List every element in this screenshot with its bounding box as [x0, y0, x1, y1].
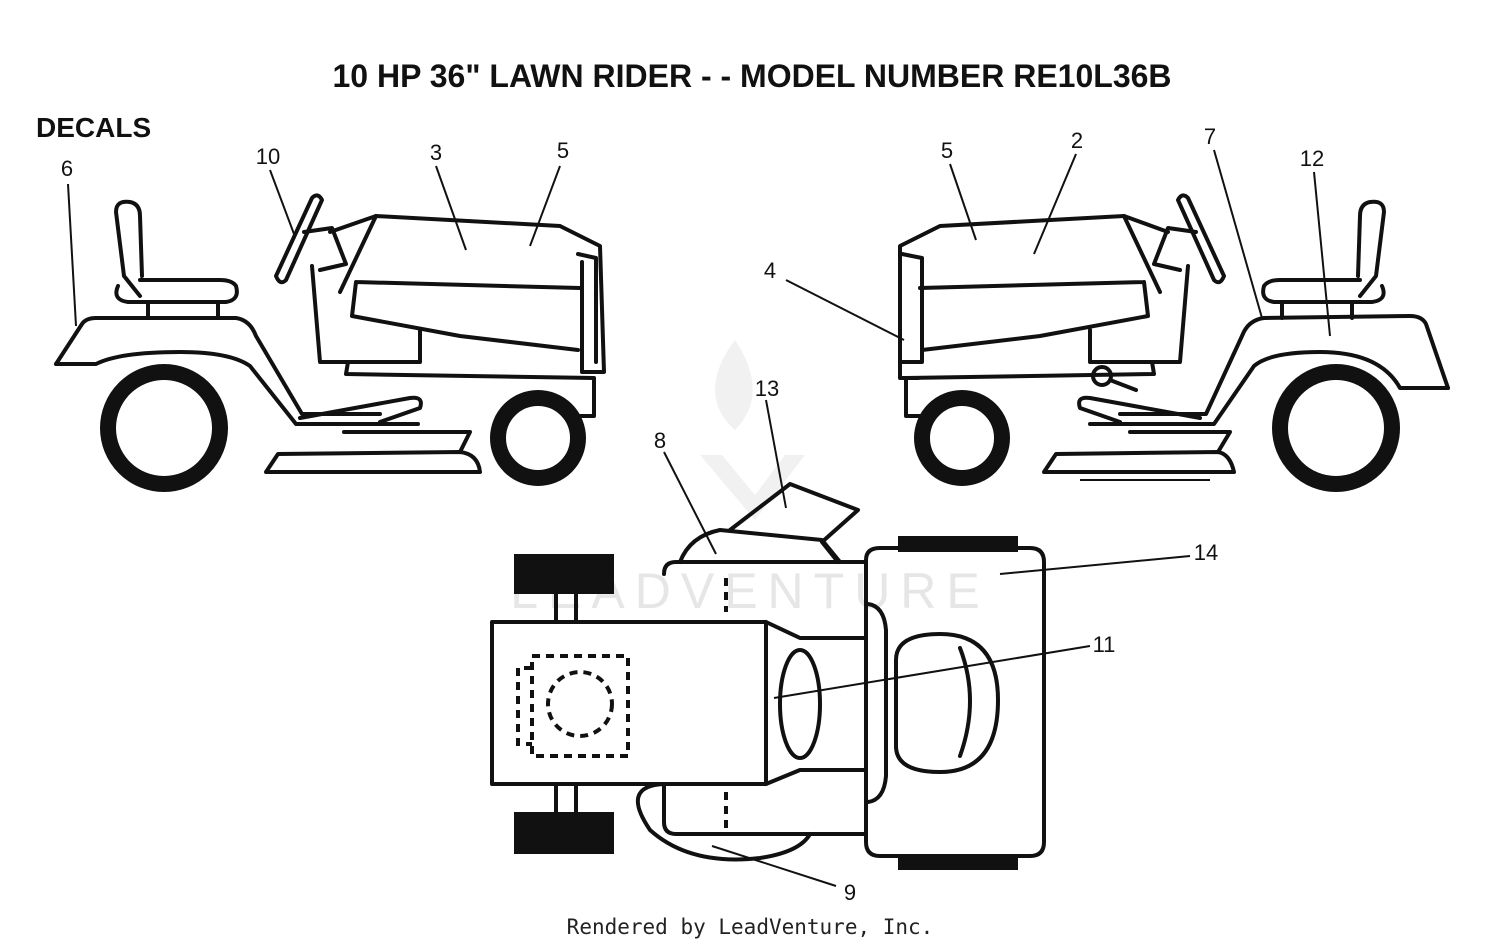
callout-labels: 6 10 3 5 5 2 7 12 4 13 8 14 11 9 — [61, 124, 1324, 905]
callout-5-left: 5 — [557, 138, 569, 163]
rear-tire-right — [514, 812, 614, 854]
rear-wheel — [1272, 364, 1400, 492]
rear-fender — [1118, 314, 1450, 416]
callout-7: 7 — [1204, 124, 1216, 149]
callout-4: 4 — [764, 258, 776, 283]
callout-5-right: 5 — [941, 138, 953, 163]
leader-lines — [67, 149, 1331, 887]
callout-8: 8 — [654, 428, 666, 453]
callout-14: 14 — [1194, 540, 1218, 565]
rear-tire-left — [514, 554, 614, 594]
front-tire-left — [898, 536, 1018, 552]
front-tire-right — [898, 854, 1018, 870]
seat-cushion — [114, 278, 239, 304]
hood-grille — [894, 632, 1000, 774]
callout-11: 11 — [1093, 632, 1116, 657]
steering-wheel — [778, 648, 822, 760]
tractor-top-view — [490, 482, 1046, 870]
seat-cushion — [1261, 278, 1386, 304]
tractor-right-side-view — [898, 193, 1450, 492]
hood — [864, 546, 1046, 858]
seat-back — [1356, 199, 1386, 298]
callout-10: 10 — [256, 144, 280, 169]
gear-lever-knob — [1091, 365, 1113, 387]
callout-6: 6 — [61, 156, 73, 181]
watermark-logo-icon — [700, 340, 805, 520]
page-title: 10 HP 36" LAWN RIDER - - MODEL NUMBER RE… — [332, 58, 1171, 94]
steering-wheel — [1176, 193, 1226, 285]
front-wheel — [914, 390, 1010, 486]
callout-2: 2 — [1071, 128, 1083, 153]
mower-deck — [264, 450, 482, 474]
mower-deck — [662, 560, 868, 836]
hood — [898, 214, 1170, 380]
front-wheel — [490, 390, 586, 486]
seat-back — [114, 199, 144, 298]
rear-body — [490, 620, 768, 786]
callout-13: 13 — [755, 376, 779, 401]
rear-wheel — [100, 364, 228, 492]
footer-credit: Rendered by LeadVenture, Inc. — [567, 915, 934, 939]
callout-3: 3 — [430, 140, 442, 165]
callout-9: 9 — [844, 880, 856, 905]
mower-deck — [1042, 450, 1236, 474]
pedal — [298, 395, 423, 424]
callout-12: 12 — [1300, 146, 1324, 171]
tractor-left-side-view — [54, 193, 606, 492]
rear-fender — [54, 316, 382, 416]
section-label: DECALS — [36, 112, 151, 143]
pedal — [1077, 395, 1202, 424]
steering-wheel — [274, 193, 324, 285]
